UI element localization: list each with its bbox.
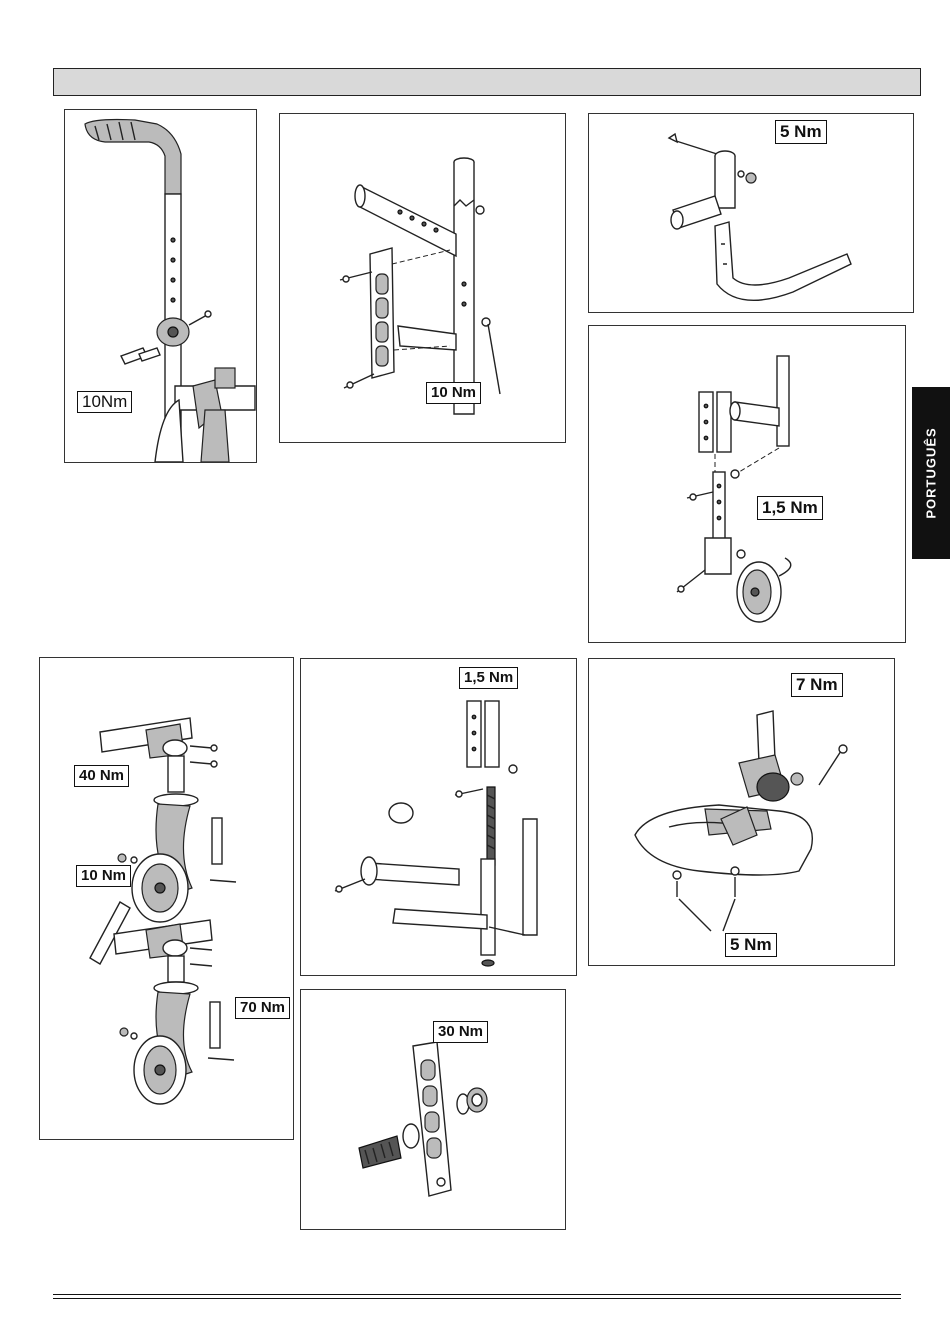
torque-label: 7 Nm	[791, 673, 843, 697]
anti-tip-wheel-drawing	[589, 326, 905, 642]
figure-armrest-bracket: 10 Nm	[279, 113, 566, 443]
castor-forks-drawing	[40, 658, 293, 1139]
torque-label: 10 Nm	[426, 382, 481, 404]
footplate-drawing	[589, 659, 894, 965]
figure-push-handle: 10Nm	[64, 109, 257, 463]
language-tab-label: PORTUGUÊS	[924, 427, 939, 518]
torque-label: 5 Nm	[725, 933, 777, 957]
torque-label: 1,5 Nm	[757, 496, 823, 520]
figure-castor-forks: 40 Nm 10 Nm 70 Nm	[39, 657, 294, 1140]
torque-label: 10Nm	[77, 391, 132, 413]
tube-clamp-drawing	[589, 114, 913, 312]
figure-leg-support: 1,5 Nm	[300, 658, 577, 976]
leg-support-drawing	[301, 659, 576, 975]
language-tab: PORTUGUÊS	[912, 387, 950, 559]
header-bar	[53, 68, 921, 96]
torque-label: 70 Nm	[235, 997, 290, 1019]
figure-axle-plate: 30 Nm	[300, 989, 566, 1230]
armrest-bracket-drawing	[280, 114, 565, 442]
torque-label: 5 Nm	[775, 120, 827, 144]
figure-anti-tip-wheel: 1,5 Nm	[588, 325, 906, 643]
figure-footplate: 7 Nm 5 Nm	[588, 658, 895, 966]
footer-rule	[53, 1294, 901, 1299]
figure-tube-clamp: 5 Nm	[588, 113, 914, 313]
torque-label: 30 Nm	[433, 1021, 488, 1043]
torque-label: 1,5 Nm	[459, 667, 518, 689]
torque-label: 40 Nm	[74, 765, 129, 787]
torque-label: 10 Nm	[76, 865, 131, 887]
